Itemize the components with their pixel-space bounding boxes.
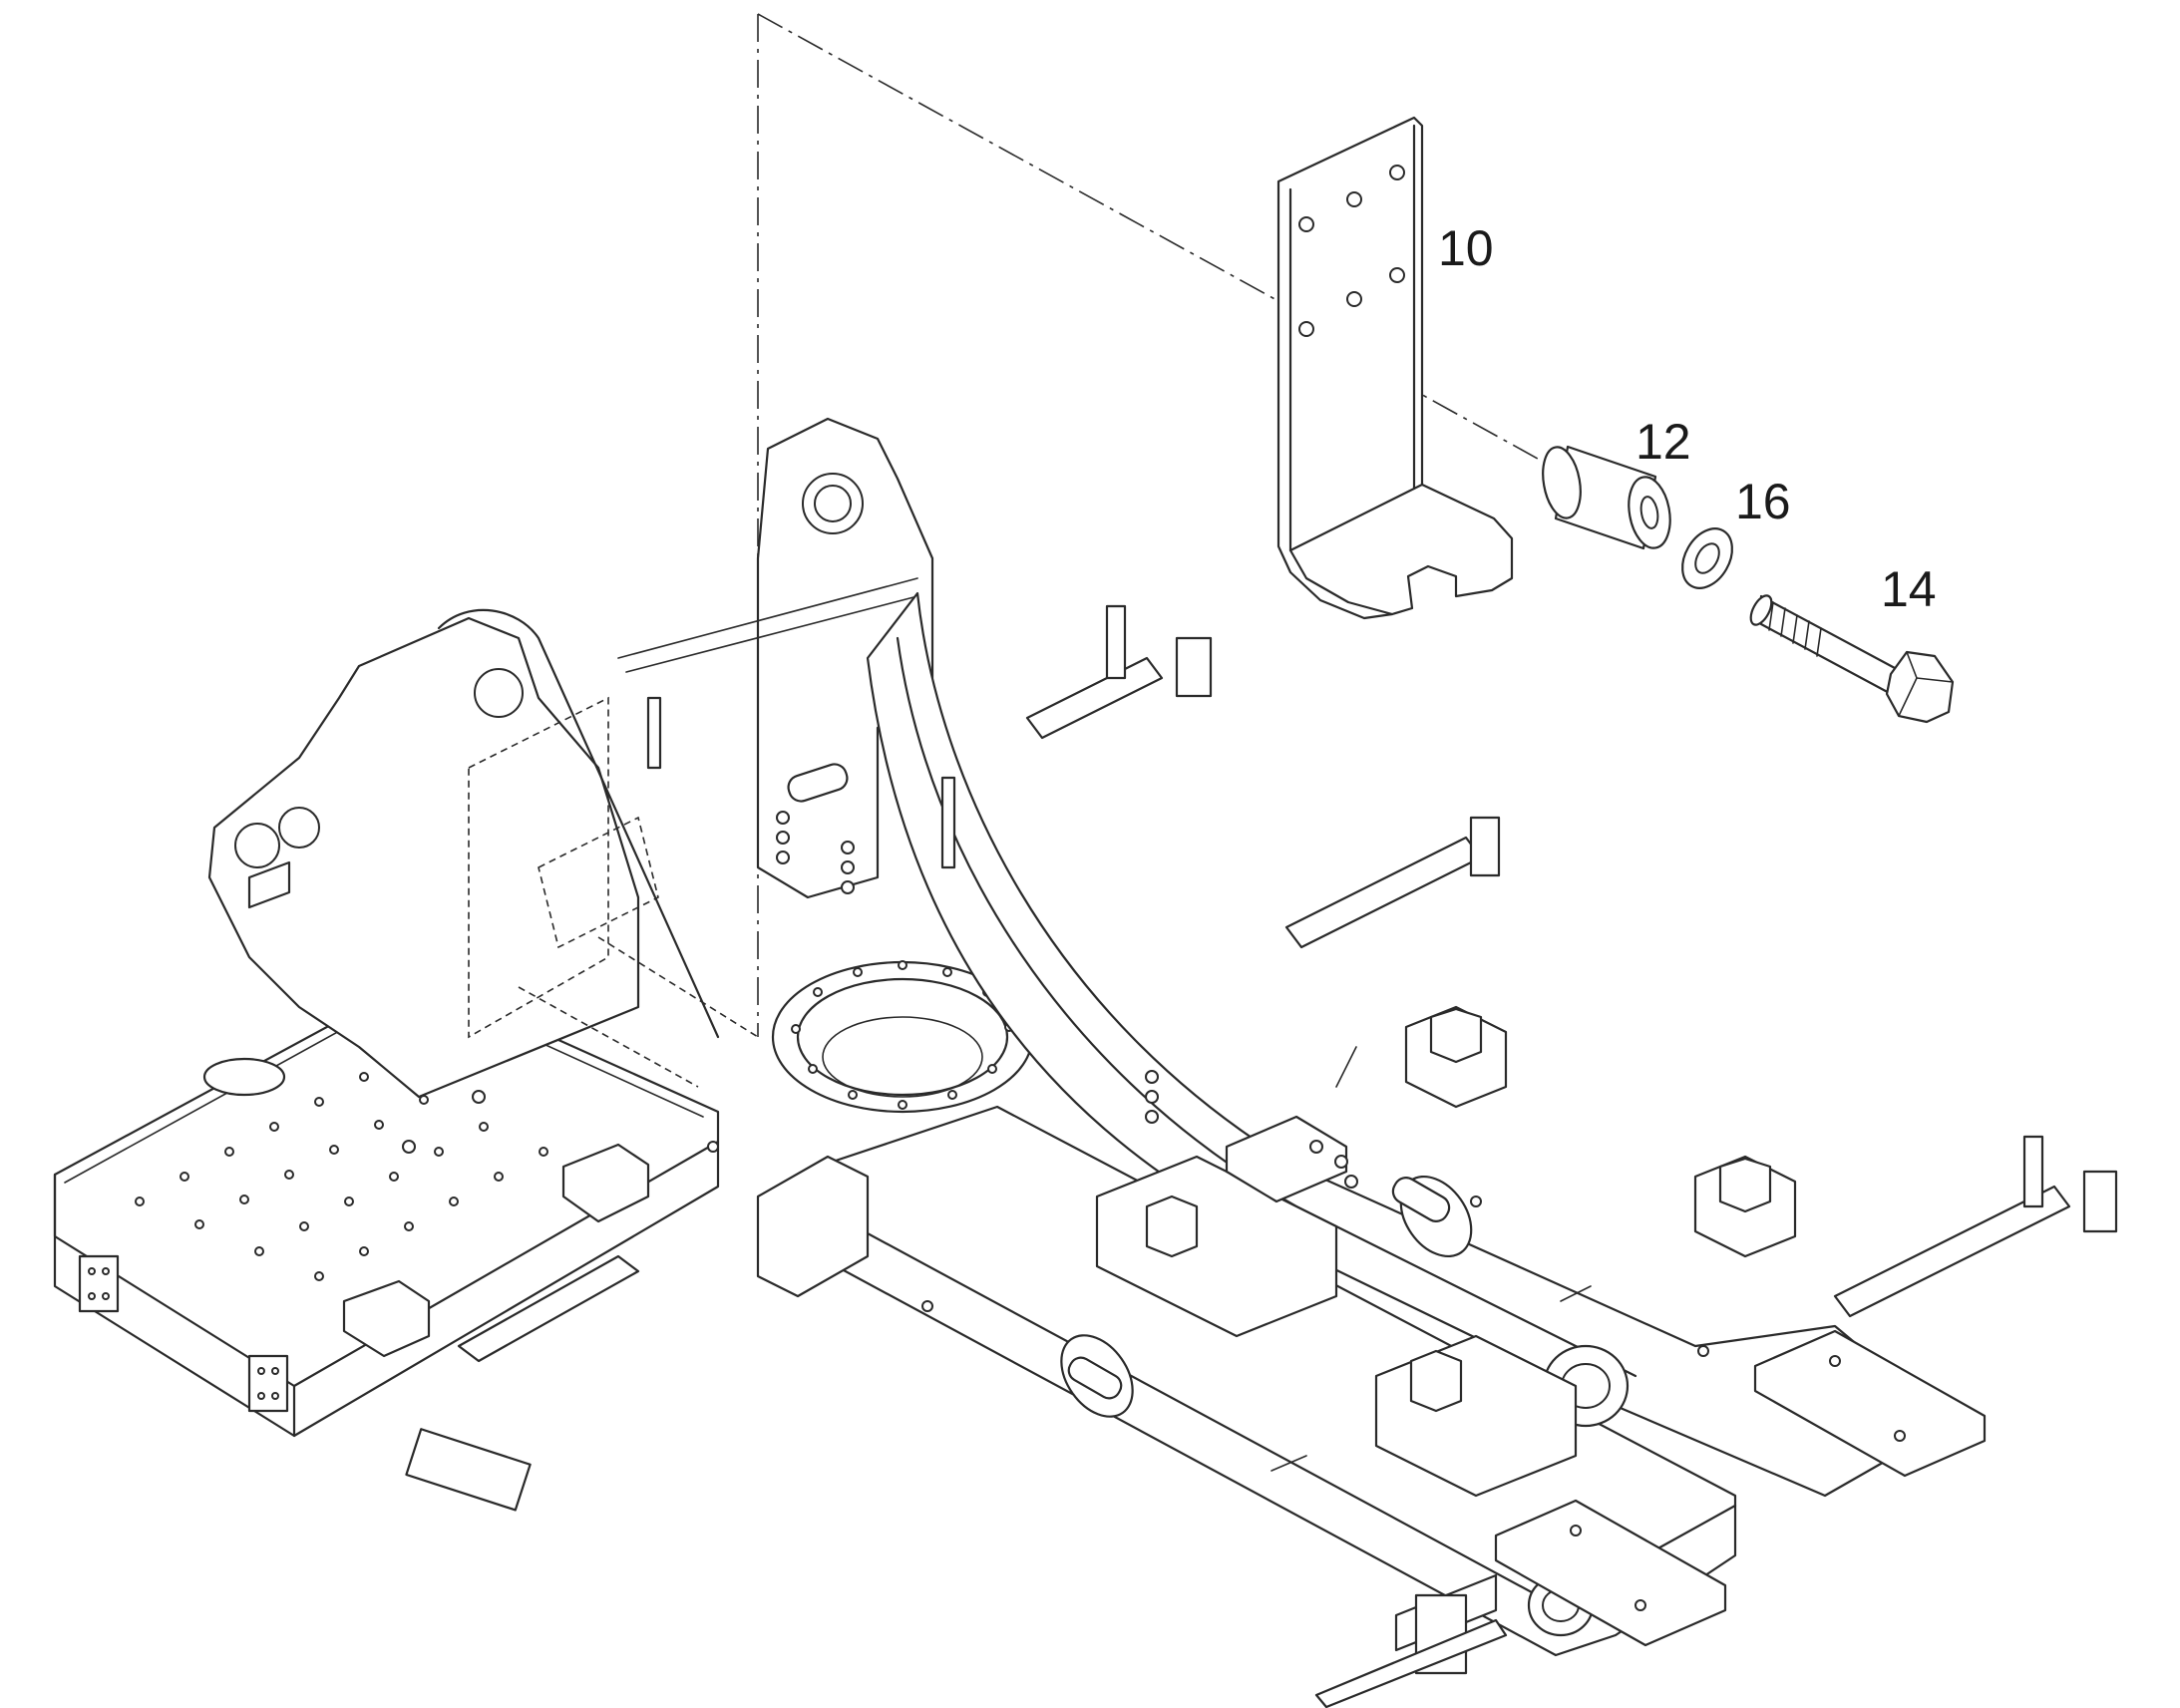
arm-pad-2: [1175, 636, 1213, 698]
outrigger-arms: [405, 604, 2118, 1708]
boom-tower-left: [202, 608, 720, 1099]
deck-holes: [135, 1060, 548, 1281]
bracket-hole-1: [1298, 216, 1314, 232]
callout-spacer: 12: [1635, 414, 1691, 470]
washer-part: [1681, 527, 1733, 589]
cross-members: [1095, 1005, 1987, 1647]
left-side-rail: [816, 1105, 1737, 1657]
arm-pad-5: [2082, 1170, 2118, 1233]
arm-pad-1: [1105, 604, 1127, 680]
exploded-parts: [1276, 116, 1955, 724]
callout-bolt: 14: [1881, 561, 1937, 617]
spacer-part: [1542, 445, 1671, 550]
bracket-hole-3: [1389, 165, 1405, 180]
callout-bracket: 10: [1438, 220, 1494, 276]
frame-details: [646, 696, 1709, 1472]
hidden-inner-plates: [468, 696, 759, 1088]
deck-pad-left: [78, 1254, 120, 1313]
bracket-hole-5: [1346, 291, 1362, 307]
callout-labels: 10 12 16 14: [1438, 220, 1937, 617]
bracket-hole-6: [1298, 321, 1314, 337]
bracket-hole-4: [1389, 267, 1405, 283]
bolt-part: [1749, 594, 1955, 724]
callout-washer: 16: [1735, 474, 1791, 529]
bolt-hex-head: [1885, 650, 1955, 724]
diagonal-center-line: [757, 13, 1279, 302]
rear-deck-box: [53, 975, 720, 1438]
arm-pad-6: [405, 1428, 532, 1512]
bracket-outline: [1276, 116, 1514, 620]
bracket-part: [1276, 116, 1514, 620]
deck-pad-right: [247, 1354, 289, 1413]
bracket-hole-2: [1346, 191, 1362, 207]
arm-pad-3: [1469, 816, 1501, 877]
arm-pad-4: [2022, 1135, 2044, 1208]
excavator-base-frame: [53, 417, 2118, 1708]
